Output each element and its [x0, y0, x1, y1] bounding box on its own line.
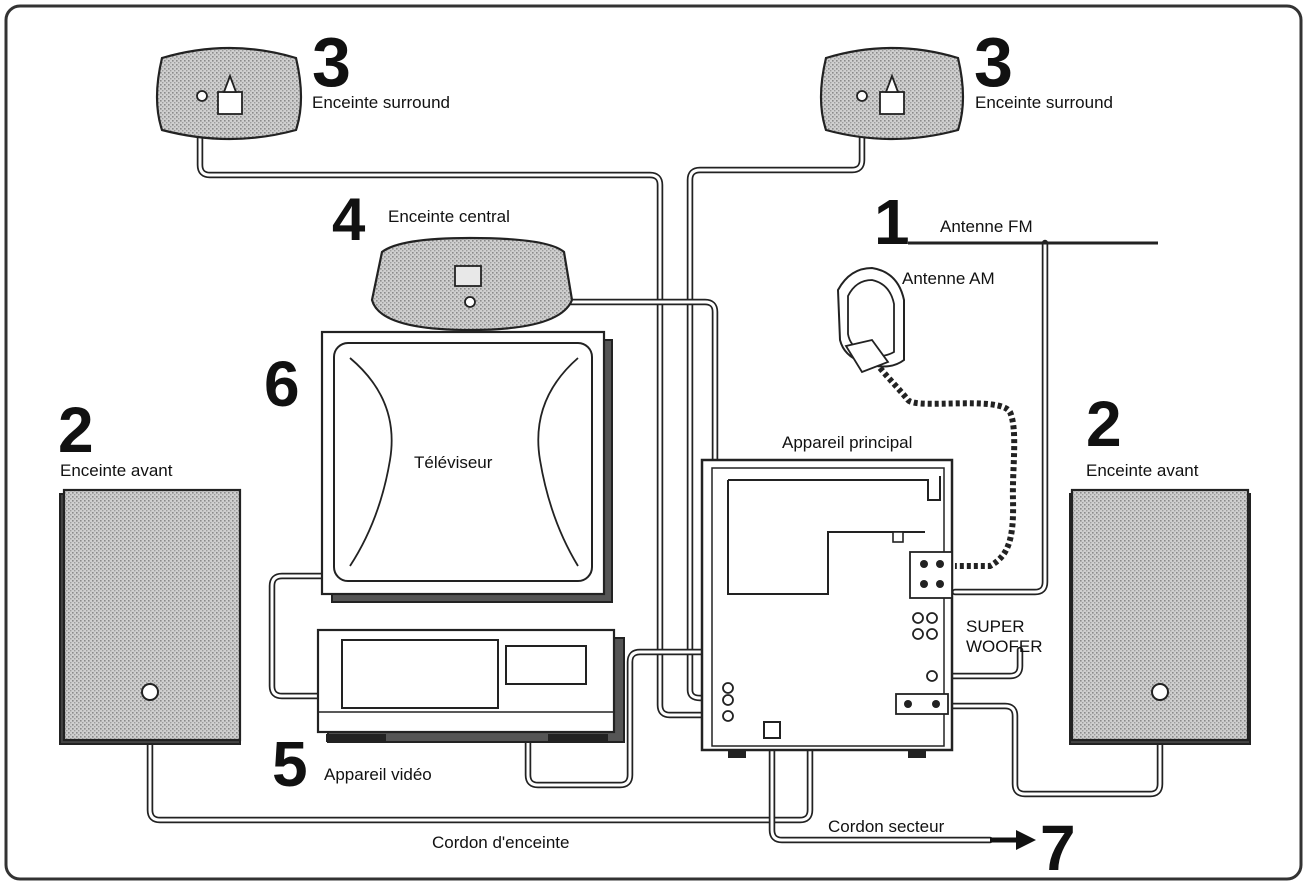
- center-speaker: [370, 236, 574, 332]
- label-surround-left: Enceinte surround: [312, 93, 450, 112]
- number-front-left: 2: [58, 394, 94, 466]
- label-front-right: Enceinte avant: [1086, 461, 1199, 480]
- am-antenna-lead: [877, 366, 1018, 569]
- label-am-antenna: Antenne AM: [902, 269, 995, 288]
- label-main-unit: Appareil principal: [782, 433, 912, 452]
- ac-arrowhead: [1016, 830, 1036, 850]
- number-front-right: 2: [1086, 388, 1122, 460]
- television: [320, 330, 613, 603]
- number-surround-right: 3: [974, 23, 1013, 101]
- number-tv: 6: [264, 348, 300, 420]
- number-surround-left: 3: [312, 23, 351, 101]
- surround-speaker-left: [155, 46, 303, 141]
- label-tv: Téléviseur: [414, 453, 493, 472]
- number-video: 5: [272, 728, 308, 800]
- label-ac-cord: Cordon secteur: [828, 817, 945, 836]
- number-ac: 7: [1040, 812, 1076, 884]
- label-surround-right: Enceinte surround: [975, 93, 1113, 112]
- front-speaker-right: [1069, 488, 1251, 745]
- front-speaker-left: [59, 488, 242, 745]
- label-video: Appareil vidéo: [324, 765, 432, 784]
- main-unit: [700, 458, 954, 758]
- am-antenna: [836, 266, 905, 374]
- number-center: 4: [332, 186, 366, 253]
- label-speaker-cord: Cordon d'enceinte: [432, 833, 569, 852]
- video-deck: [316, 628, 625, 743]
- number-antenna: 1: [874, 186, 910, 258]
- surround-speaker-right: [819, 46, 965, 141]
- label-front-left: Enceinte avant: [60, 461, 173, 480]
- label-center: Enceinte central: [388, 207, 510, 226]
- label-fm-antenna: Antenne FM: [940, 217, 1033, 236]
